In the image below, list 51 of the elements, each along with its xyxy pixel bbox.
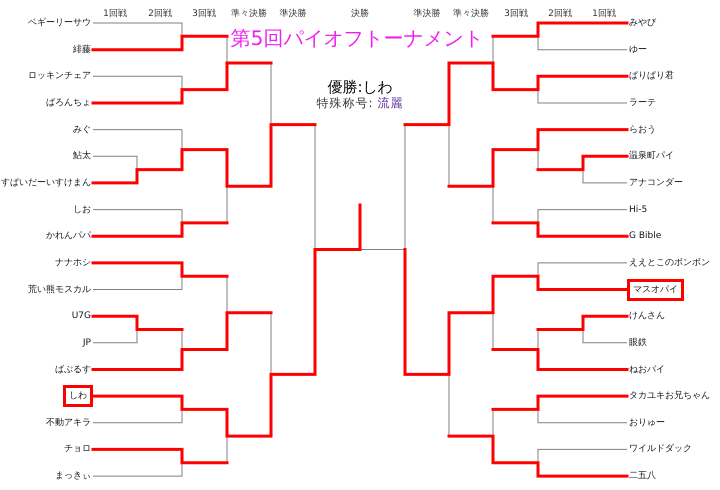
player-name: ベギーリーサウ bbox=[28, 16, 93, 30]
player-name: 眼鉄 bbox=[627, 336, 647, 350]
player-name: ナナホシ bbox=[55, 256, 93, 270]
player-name: けんさん bbox=[627, 309, 665, 324]
player-name: らおう bbox=[627, 122, 656, 137]
player-name: チョロ bbox=[64, 442, 93, 456]
player-name: ロッキンチェア bbox=[28, 69, 93, 84]
boxed-name: しわ bbox=[63, 385, 93, 408]
player-name: G Bible bbox=[627, 229, 662, 244]
player-name: Hi-5 bbox=[627, 202, 648, 216]
round-header: 1回戦 bbox=[103, 8, 127, 20]
player-name: しお bbox=[73, 202, 93, 216]
player-name: ばろんちょ bbox=[46, 96, 93, 110]
round-header: 1回戦 bbox=[592, 8, 616, 20]
special-title-label: 特殊称号: bbox=[316, 96, 374, 111]
round-header: 準決勝 bbox=[280, 8, 306, 20]
champion-text: 優勝:しわ bbox=[327, 78, 393, 96]
player-name: 鮎太 bbox=[73, 149, 93, 164]
player-name: ぱりぱり君 bbox=[627, 69, 674, 84]
player-name: U7G bbox=[72, 309, 93, 324]
special-title-value: 流麗 bbox=[378, 96, 404, 111]
player-name: かれんパパ bbox=[46, 229, 93, 244]
player-name: みやび bbox=[627, 16, 656, 30]
player-name: おりゅー bbox=[627, 416, 665, 430]
player-name: ねおパイ bbox=[627, 362, 665, 376]
player-name: すぱいだーいすけまん bbox=[1, 176, 93, 190]
player-name: ええとこのボンボン bbox=[627, 256, 710, 270]
player-name: ばぶるす bbox=[55, 362, 93, 376]
title: 第5回パイオフトーナメント bbox=[230, 26, 484, 50]
player-name: 緋藤 bbox=[73, 42, 93, 57]
round-header: 2回戦 bbox=[548, 8, 572, 20]
round-header: 準々決勝 bbox=[231, 8, 267, 20]
player-name: ゆー bbox=[627, 42, 647, 57]
round-header: 準決勝 bbox=[414, 8, 440, 20]
player-name: 二五八 bbox=[627, 469, 656, 484]
player-name: JP bbox=[82, 336, 93, 350]
round-header: 3回戦 bbox=[504, 8, 528, 20]
player-name: ラーテ bbox=[627, 96, 656, 110]
round-header: 決勝 bbox=[351, 8, 369, 20]
player-name: みぐ bbox=[73, 122, 93, 137]
round-header: 3回戦 bbox=[192, 8, 216, 20]
player-name: タカユキお兄ちゃん bbox=[627, 389, 710, 404]
player-name: ワイルドダック bbox=[627, 442, 692, 456]
player-name: 荒い熊モスカル bbox=[28, 282, 93, 296]
round-header: 2回戦 bbox=[148, 8, 172, 20]
boxed-name: マスオパイ bbox=[627, 278, 684, 300]
round-header: 準々決勝 bbox=[453, 8, 489, 20]
player-name: アナコンダー bbox=[627, 176, 683, 190]
player-name: まっきぃ bbox=[55, 469, 93, 484]
player-name: 温泉町パイ bbox=[627, 149, 674, 164]
player-name: 不動アキラ bbox=[46, 416, 93, 430]
